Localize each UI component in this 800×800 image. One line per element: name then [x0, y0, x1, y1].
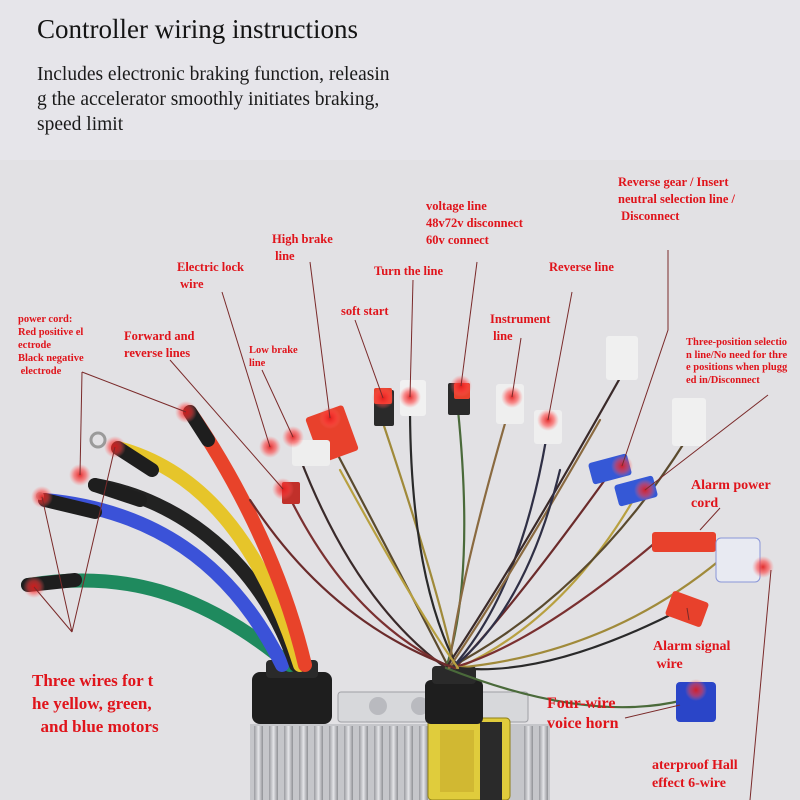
label-instrument-line: Instrument line: [490, 312, 551, 343]
main-wires: [21, 405, 312, 672]
highlight-marker: [752, 556, 774, 578]
signal-wire: [453, 558, 722, 670]
label-three-position: Three-position selectio n line/No need f…: [686, 337, 788, 386]
leader-line: [511, 337, 522, 398]
signal-wire: [328, 438, 451, 670]
label-hall-effect: aterproof Hall effect 6-wire: [652, 758, 738, 791]
leader-line: [221, 291, 271, 448]
highlight-marker: [685, 679, 707, 701]
signal-wire: [380, 418, 457, 670]
ring-terminal: [89, 431, 107, 449]
heatsink-fin: [254, 726, 263, 800]
signal-wire: [444, 376, 622, 670]
heatsink-fin: [344, 726, 353, 800]
page-subtitle: Includes electronic braking function, re…: [37, 64, 390, 135]
leader-line: [699, 507, 721, 531]
heatsink-fin: [539, 726, 548, 800]
leader-line: [71, 446, 116, 633]
signal-wire-harness: [248, 376, 722, 709]
controller-body: [250, 691, 550, 800]
heatsink-fin: [374, 726, 383, 800]
signal-wire: [447, 418, 602, 670]
leader-line: [621, 250, 669, 467]
leader-line: [169, 359, 284, 490]
heatsink-fin: [524, 726, 533, 800]
leader-line: [624, 704, 681, 719]
label-electric-lock: Electric lock wire: [177, 260, 244, 291]
leader-line: [41, 496, 73, 633]
heatsink-fin: [419, 726, 428, 800]
low-brake-connector: [292, 440, 330, 466]
signal-wire: [444, 666, 686, 709]
three-position-plug: [672, 398, 706, 446]
signal-wire: [450, 540, 658, 670]
signal-wire: [298, 456, 448, 670]
signal-wire: [338, 468, 460, 670]
heatsink-fin: [329, 726, 338, 800]
leader-line: [81, 371, 187, 413]
mount-hole: [369, 697, 387, 715]
leader-line: [460, 261, 478, 387]
leader-line: [409, 279, 414, 398]
label-voice-horn: Four-wire voice horn: [547, 695, 619, 732]
label-forward-reverse: Forward and reverse lines: [124, 329, 195, 360]
label-reverse-line: Reverse line: [549, 260, 614, 274]
mount-hole: [411, 697, 429, 715]
label-motor-wires: Three wires for t he yellow, green, and …: [32, 671, 159, 736]
label-alarm-power: Alarm power cord: [691, 478, 771, 511]
leader-line: [644, 394, 769, 491]
heatsink-fin: [299, 726, 308, 800]
leader-line: [261, 369, 294, 438]
signal-wire: [456, 606, 686, 671]
heatsink-fin: [284, 726, 293, 800]
cable-gland-right: [425, 666, 483, 724]
signal-wire: [450, 468, 562, 670]
label-alarm-signal: Alarm signal wire: [653, 639, 731, 672]
sticker-band: [480, 722, 502, 800]
page-title: Controller wiring instructions: [37, 14, 358, 44]
label-turn-line: Turn the line: [374, 264, 444, 278]
leader-line: [749, 569, 772, 800]
signal-wire: [248, 498, 457, 670]
signal-wire: [456, 490, 640, 670]
label-reverse-gear: Reverse gear / Insert neutral selection …: [618, 175, 735, 223]
signal-wire: [408, 410, 460, 670]
leader-line: [79, 371, 83, 476]
reverse-gear-plug: [606, 336, 638, 380]
label-power-cord: power cord: Red positive el ectrode Blac…: [18, 314, 84, 377]
label-low-brake: Low brake line: [249, 345, 298, 369]
label-voltage-line: voltage line 48v72v disconnect 60v conne…: [426, 199, 523, 247]
label-high-brake: High brake line: [272, 232, 333, 263]
label-soft-start: soft start: [341, 304, 389, 318]
hall-connector: [715, 537, 761, 583]
leader-line: [686, 607, 690, 621]
highlight-markers: [23, 375, 774, 701]
heatsink-fin: [389, 726, 398, 800]
signal-wire: [447, 418, 508, 670]
heatsink-fin: [314, 726, 323, 800]
yellow-motor-wire: [111, 441, 307, 672]
heatsink-fin: [269, 726, 278, 800]
leader-line: [547, 291, 573, 421]
alarm-power-connector: [652, 532, 716, 552]
leader-line: [354, 319, 384, 399]
heatsink-fin: [404, 726, 413, 800]
signal-wire: [286, 492, 454, 670]
leader-line: [309, 261, 331, 419]
leader-line: [33, 586, 73, 633]
heatsink-fin: [359, 726, 368, 800]
leader-lines: [33, 250, 772, 800]
